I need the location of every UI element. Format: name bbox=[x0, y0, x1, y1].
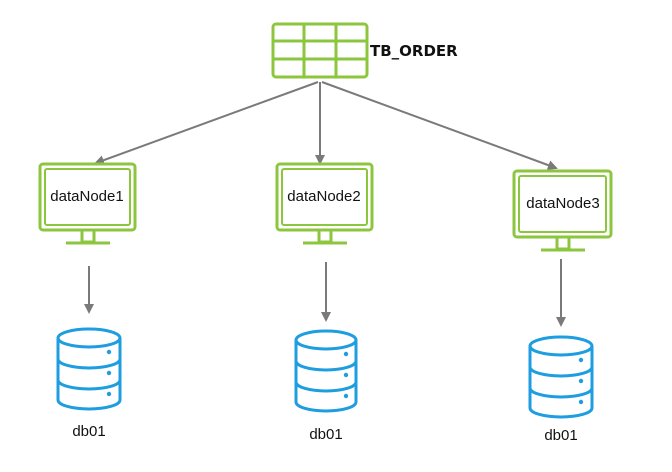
node-label: dataNode3 bbox=[526, 195, 599, 212]
database-icon bbox=[528, 335, 594, 419]
database-2: db01 bbox=[294, 329, 358, 443]
data-node-3: dataNode3 bbox=[512, 169, 613, 252]
database-icon bbox=[294, 329, 358, 413]
arrows-nodes-to-dbs bbox=[84, 259, 566, 327]
arrow-to-node3 bbox=[321, 81, 558, 170]
node-label: dataNode1 bbox=[50, 188, 123, 205]
table-name: TB_ORDER bbox=[370, 42, 458, 60]
monitor-icon bbox=[38, 162, 137, 245]
db-label: db01 bbox=[309, 426, 342, 443]
monitor-icon bbox=[512, 169, 613, 252]
monitor-icon bbox=[275, 162, 374, 245]
db-label: db01 bbox=[544, 427, 577, 444]
database-3: db01 bbox=[528, 335, 594, 444]
table-icon bbox=[271, 22, 369, 79]
data-node-1: dataNode1 bbox=[38, 162, 137, 245]
data-node-2: dataNode2 bbox=[275, 162, 374, 245]
arrow-to-node1 bbox=[94, 81, 319, 165]
database-1: db01 bbox=[56, 327, 122, 440]
node-label: dataNode2 bbox=[287, 188, 360, 205]
db-label: db01 bbox=[72, 423, 105, 440]
arrows-table-to-nodes bbox=[94, 81, 558, 170]
database-icon bbox=[56, 327, 122, 411]
